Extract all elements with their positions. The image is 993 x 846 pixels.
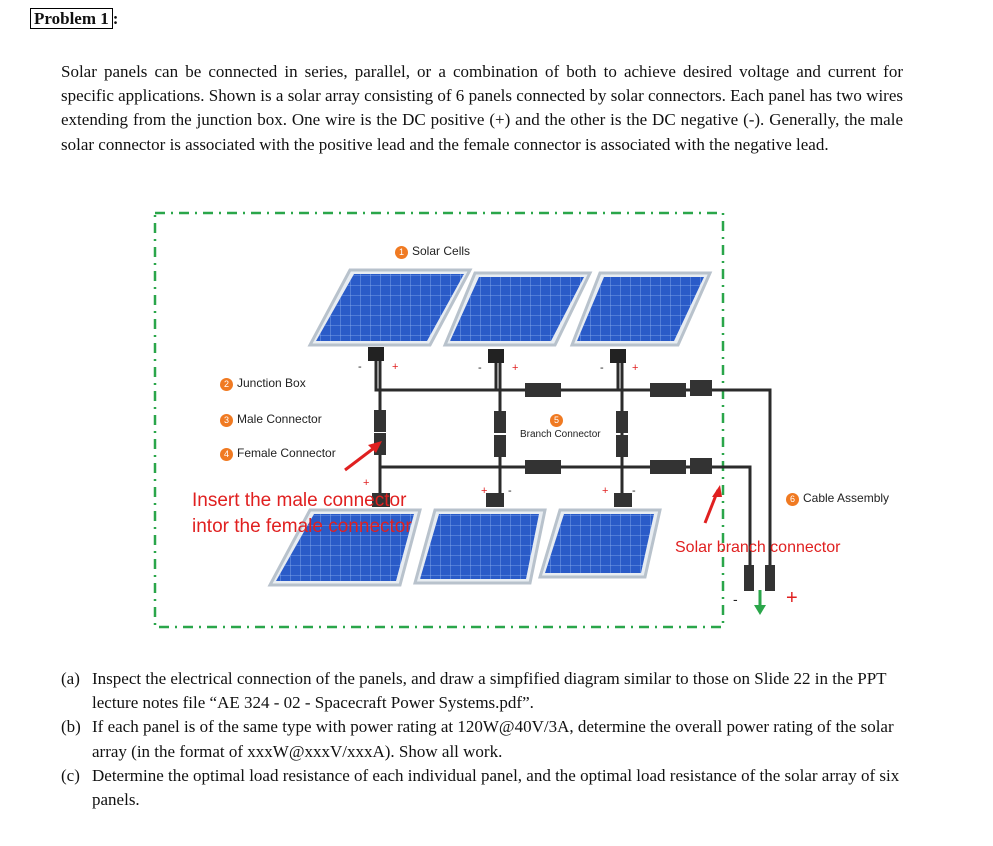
junction-box-2 xyxy=(488,349,504,363)
plus-mark: + xyxy=(481,485,488,497)
solar-panel-top-2 xyxy=(442,271,593,347)
output-arrow-head xyxy=(754,605,766,615)
problem-title-colon: : xyxy=(112,9,119,28)
question-a: (a) Inspect the electrical connection of … xyxy=(61,667,921,715)
female-connector-text: Female Connector xyxy=(237,446,336,460)
question-a-label: (a) xyxy=(61,669,80,688)
plus-mark: + xyxy=(512,362,519,374)
minus-mark: - xyxy=(358,361,362,373)
minus-mark: - xyxy=(478,362,482,374)
question-c-label: (c) xyxy=(61,765,80,785)
question-a-text: Inspect the electrical connection of the… xyxy=(92,669,887,713)
branch-annotation: Solar branch connector xyxy=(675,539,841,556)
label-solar-cells: 1 Solar Cells xyxy=(395,244,470,259)
label-number-5: 5 xyxy=(550,414,563,427)
male-connector-text: Male Connector xyxy=(237,412,322,426)
question-c: (c) Determine the optimal load resistance… xyxy=(61,764,921,812)
plus-mark: + xyxy=(602,485,609,497)
connectors xyxy=(372,380,775,591)
question-c-text: Determine the optimal load resistance of… xyxy=(92,765,900,810)
junction-box-text: Junction Box xyxy=(237,376,306,390)
insert-arrow-head xyxy=(368,441,382,453)
label-female-connector: 4 Female Connector xyxy=(220,446,336,461)
minus-mark: - xyxy=(508,485,512,497)
plus-mark: + xyxy=(363,477,370,489)
solar-panel-bottom-3 xyxy=(537,508,662,579)
plus-mark: + xyxy=(392,361,399,373)
plus-mark: + xyxy=(632,362,639,374)
label-number-3: 3 xyxy=(220,414,233,427)
solar-panel-bottom-1 xyxy=(267,508,422,587)
output-plus-mark: + xyxy=(786,587,798,609)
insert-annotation-line2: intor the female connector xyxy=(192,516,412,537)
junction-box-3 xyxy=(610,349,626,363)
solar-cells-text: Solar Cells xyxy=(412,244,471,258)
label-junction-box: 2 Junction Box xyxy=(220,376,306,391)
male-connector xyxy=(374,410,386,432)
output-minus-mark: - xyxy=(733,591,738,607)
cable-assembly-text: Cable Assembly xyxy=(803,491,890,505)
solar-array-illustration xyxy=(153,211,775,629)
problem-number: Problem 1 xyxy=(30,8,113,29)
solar-panel-top-3 xyxy=(569,271,713,347)
branch-connector xyxy=(525,383,561,397)
question-b: (b) If each panel is of the same type wit… xyxy=(61,715,921,763)
minus-mark: - xyxy=(600,362,604,374)
solar-array-figure: 1 Solar Cells 2 Junction Box 3 Male Connect… xyxy=(150,205,910,635)
minus-mark: - xyxy=(632,485,636,497)
label-cable-assembly: 6 Cable Assembly xyxy=(786,491,889,506)
insert-annotation-line1: Insert the male connector xyxy=(192,490,407,511)
label-number-5-wrap: 5 xyxy=(550,412,567,427)
question-b-label: (b) xyxy=(61,717,81,737)
label-number-4: 4 xyxy=(220,448,233,461)
solar-panel-bottom-2 xyxy=(413,508,547,585)
intro-paragraph: Solar panels can be connected in series,… xyxy=(61,62,903,154)
solar-panel-top-1 xyxy=(307,268,473,347)
problem-title: Problem 1: xyxy=(30,8,119,29)
junction-box-1 xyxy=(368,347,384,361)
label-number-6: 6 xyxy=(786,493,799,506)
question-b-text: If each panel is of the same type with p… xyxy=(92,717,894,761)
label-number-1: 1 xyxy=(395,246,408,259)
branch-arrow-head xyxy=(712,485,722,497)
label-number-2: 2 xyxy=(220,378,233,391)
dashed-border xyxy=(153,211,725,629)
label-male-connector: 3 Male Connector xyxy=(220,412,322,427)
question-list: (a) Inspect the electrical connection of … xyxy=(61,667,921,812)
label-branch-connector: Branch Connector xyxy=(520,429,601,440)
